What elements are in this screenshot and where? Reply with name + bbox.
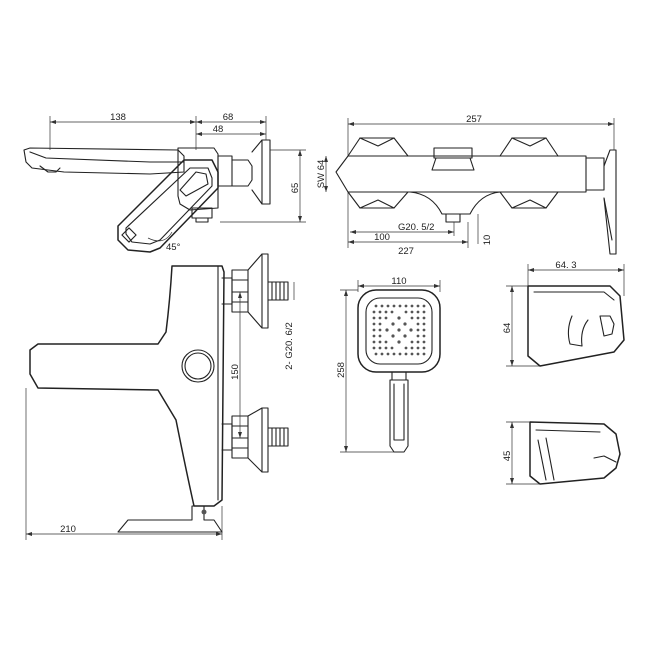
dim-body-depth: 68 (223, 112, 234, 123)
dim-outlet-thread: G20. 5/2 (398, 222, 434, 233)
dim-holder-bottom-height: 45 (502, 451, 513, 462)
dim-height: 65 (290, 183, 301, 194)
dim-head-width: 110 (391, 276, 406, 287)
dim-center-left: 100 (374, 232, 390, 243)
dim-total-length: 258 (336, 362, 347, 378)
dim-holder-height: 64 (502, 323, 513, 334)
dim-left-to-outlet: 227 (398, 246, 414, 257)
hand-shower: 110 258 (336, 276, 441, 453)
nozzle-pattern (372, 304, 426, 356)
top-view: 257 SW 64 G20. 5/2 100 227 10 (316, 114, 617, 257)
holder-bottom-view: 45 (502, 421, 621, 485)
dim-inlet-thread: 2- G20. 6/2 (284, 322, 295, 370)
front-view: 210 150 2- G20. 6/2 (25, 253, 295, 540)
holder-side-view: 64. 3 64 (502, 260, 625, 367)
dim-overall-depth: 210 (60, 524, 76, 535)
dim-inlet-spacing: 150 (230, 364, 241, 380)
dim-wrench: SW 64 (316, 160, 327, 189)
side-view: 138 68 48 65 45° (23, 112, 306, 253)
dim-holder-width: 64. 3 (555, 260, 576, 271)
dim-outlet-drop: 10 (482, 235, 493, 246)
dim-inlet-depth: 48 (213, 124, 224, 135)
dim-overall-width: 257 (466, 114, 482, 125)
dim-lever-angle: 45° (166, 242, 181, 253)
dim-spout-length: 138 (110, 112, 126, 123)
